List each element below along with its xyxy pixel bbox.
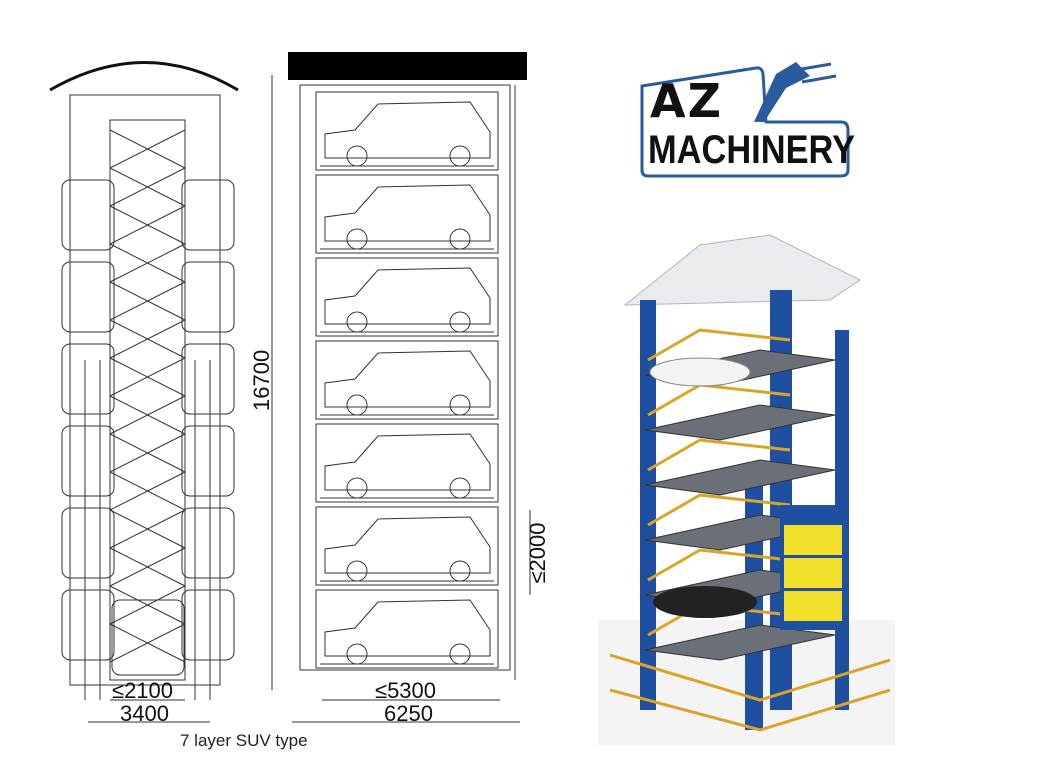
car-front-right: [181, 179, 235, 251]
car-front-left: [61, 179, 115, 251]
truss-brace: [109, 205, 186, 245]
outer-length-dimension: 6250: [384, 701, 433, 726]
inner-width-dimension: ≤2100: [112, 678, 174, 703]
truss-brace: [109, 585, 186, 625]
level-cage: [315, 91, 499, 171]
truss-brace: [109, 433, 186, 473]
sign-panel: [784, 525, 842, 555]
truss-brace: [109, 395, 186, 435]
car-front-right: [181, 589, 235, 661]
truss-brace: [109, 281, 186, 321]
safety-fence: [609, 653, 891, 702]
inner-length-dimension: ≤5300: [375, 678, 437, 703]
car-front-right: [181, 425, 235, 497]
yellow-rail: [647, 328, 791, 362]
canopy: [623, 234, 861, 306]
side-frame: [299, 84, 511, 671]
white-car: [649, 357, 751, 387]
car-side: [324, 433, 491, 491]
truss-brace: [109, 623, 186, 663]
az-machinery-logo: AZ MACHINERY: [636, 52, 856, 180]
car-side: [324, 516, 491, 574]
car-front-bottom: [111, 599, 185, 676]
parking-platform: [644, 459, 836, 496]
front-frame: [69, 94, 221, 686]
car-front-right: [181, 507, 235, 579]
car-side: [324, 350, 491, 408]
center-column: [109, 119, 186, 681]
roof-bar: [288, 52, 527, 80]
car-front-left: [61, 507, 115, 579]
logo-machinery-text: MACHINERY: [648, 128, 856, 172]
truss-brace: [109, 471, 186, 511]
logo-az-text: AZ: [650, 74, 723, 128]
car-front-right: [181, 261, 235, 333]
yellow-rail: [647, 548, 791, 582]
truss-brace: [109, 167, 186, 207]
car-side: [324, 267, 491, 325]
level-cage: [315, 257, 499, 337]
truss-brace: [109, 129, 186, 169]
car-front-left: [61, 343, 115, 415]
level-cage: [315, 423, 499, 503]
truss-brace: [109, 509, 186, 549]
car-side: [324, 599, 491, 657]
drawing-caption: 7 layer SUV type: [180, 731, 308, 750]
car-front-left: [61, 589, 115, 661]
black-car: [653, 586, 757, 618]
level-cage: [315, 340, 499, 420]
truss-brace: [109, 547, 186, 587]
level-cage: [315, 174, 499, 254]
car-front-right: [181, 343, 235, 415]
sign-panel: [784, 591, 842, 621]
level-cage: [315, 589, 499, 669]
blue-column: [640, 300, 656, 710]
parking-platform: [644, 624, 836, 661]
car-side: [324, 101, 491, 159]
truss-brace: [109, 243, 186, 283]
sign-panel: [784, 558, 842, 588]
car-side: [324, 184, 491, 242]
parking-platform: [644, 404, 836, 441]
level-cage: [315, 506, 499, 586]
safety-fence: [609, 688, 891, 732]
car-front-left: [61, 261, 115, 333]
outer-width-dimension: 3400: [120, 701, 169, 726]
roof-arc: [49, 61, 239, 92]
yellow-rail: [647, 438, 791, 472]
truss-brace: [109, 319, 186, 359]
yellow-rail: [647, 493, 791, 527]
car-front-left: [61, 425, 115, 497]
truss-brace: [109, 357, 186, 397]
